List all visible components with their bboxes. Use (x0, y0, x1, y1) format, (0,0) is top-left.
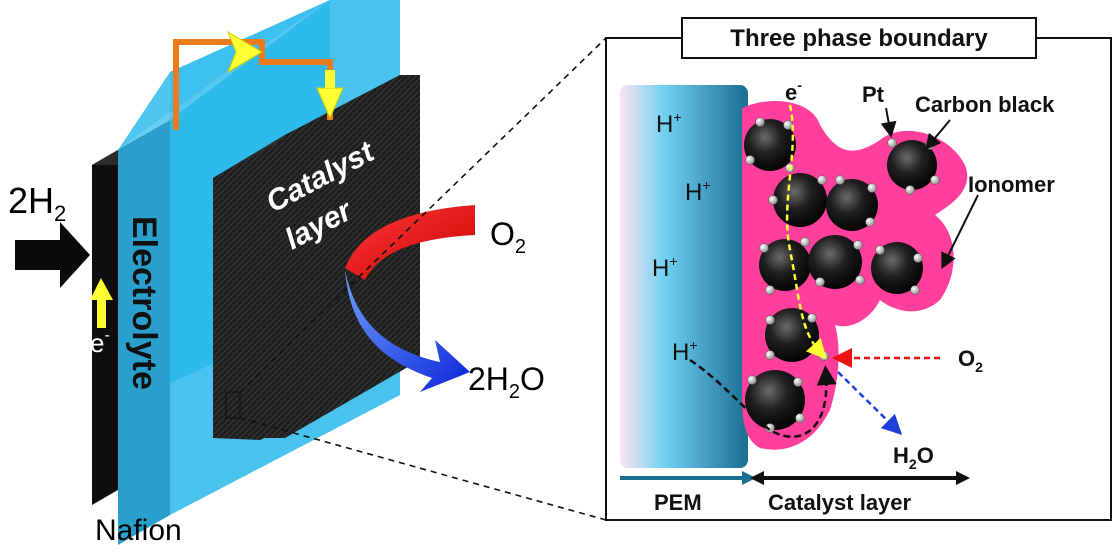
pem-label: PEM (654, 490, 702, 515)
pem-scale (620, 471, 756, 485)
inset-electron-label: e- (785, 77, 802, 105)
oxygen-label: O2 (490, 216, 526, 258)
pt-pointer-arrow (880, 107, 897, 138)
ionomer-pointer-arrow (941, 194, 979, 270)
carbon-black-particles (744, 119, 937, 430)
external-circuit (173, 30, 344, 130)
zoom-line-bottom (239, 417, 607, 521)
proton-label-4: H+ (672, 337, 698, 366)
water-path (837, 371, 903, 436)
water-outlet-arrow (345, 270, 470, 392)
carbon-black-label: Carbon black (915, 92, 1055, 117)
catalyst-block (213, 75, 420, 440)
proton-label-1: H+ (656, 109, 682, 138)
water-label: 2H2O (468, 361, 545, 403)
inset-oxygen-label: O2 (958, 346, 983, 375)
anode-electron-label: e- (90, 327, 110, 358)
catalyst-layer-label: Catalyst layer (768, 490, 912, 515)
inset-water-label: H2O (893, 443, 934, 472)
pt-label: Pt (862, 82, 885, 107)
zoom-region-marker (225, 391, 241, 419)
electron-up-arrow (90, 278, 113, 328)
inset-title: Three phase boundary (730, 25, 988, 52)
hydrogen-inlet-arrow (15, 222, 90, 288)
zoom-line-top (239, 37, 607, 393)
catalyst-layer-scale (750, 471, 970, 485)
three-phase-inset: Three phase boundary (605, 17, 1112, 521)
proton-path (689, 358, 837, 438)
carbon-pointer-arrow (924, 119, 951, 151)
inset-title-box (681, 17, 1037, 59)
nafion-label: Nafion (95, 514, 182, 547)
fuel-cell-stack: 2H2 e- Electrolyte Catalyst layer O2 2H2… (8, 0, 607, 547)
proton-label-3: H+ (652, 253, 678, 282)
oxygen-inlet-arrow (345, 205, 475, 280)
electrolyte-label: Electrolyte (125, 216, 163, 390)
electron-flow-arrow-top (226, 30, 263, 74)
hydrogen-label: 2H2 (8, 180, 66, 226)
ionomer-label: Ionomer (968, 172, 1055, 197)
proton-label-2: H+ (685, 177, 711, 206)
electron-path (785, 104, 827, 360)
pem-membrane (620, 85, 748, 468)
